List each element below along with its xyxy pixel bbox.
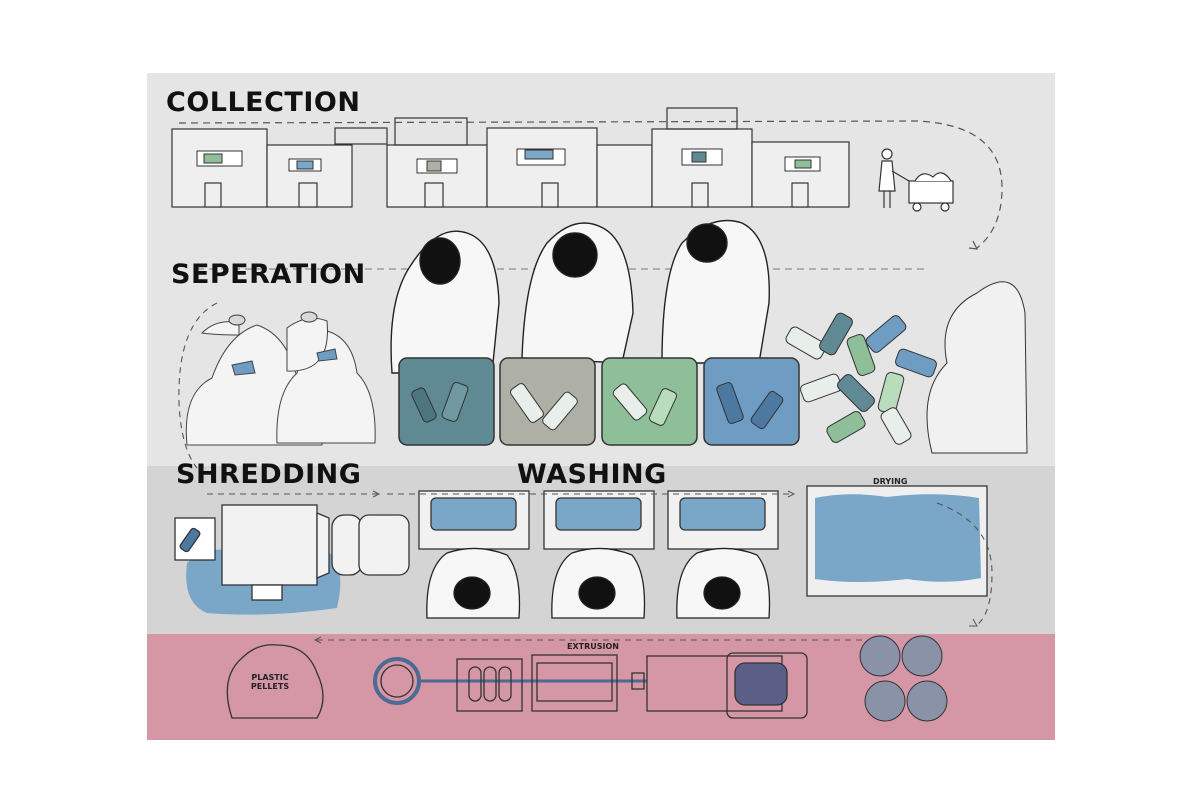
washing-stations bbox=[418, 490, 779, 550]
process-diagram: COLLECTION SEPERATION SHREDDING WASHING … bbox=[147, 73, 1055, 740]
sorted-bags bbox=[185, 311, 376, 446]
collection-route-line bbox=[178, 120, 1003, 249]
drying-label: DRYING bbox=[873, 477, 908, 486]
shredding-heading: SHREDDING bbox=[176, 459, 362, 490]
sorting-workers bbox=[390, 219, 770, 374]
plastic-pellets-bag bbox=[226, 644, 324, 719]
collection-heading: COLLECTION bbox=[166, 87, 361, 118]
shredder-machine bbox=[174, 504, 410, 615]
separation-heading: SEPERATION bbox=[171, 259, 366, 290]
collection-buildings bbox=[171, 107, 850, 208]
bottle-heap bbox=[785, 281, 1028, 454]
plastic-pellets-label: PLASTIC PELLETS bbox=[246, 673, 294, 691]
extrusion-label: EXTRUSION bbox=[567, 642, 619, 651]
building-windows bbox=[196, 148, 821, 174]
plastic-pellets-line1: PLASTIC bbox=[251, 673, 289, 682]
plastic-pellets-line2: PELLETS bbox=[250, 682, 290, 691]
separation-route-line bbox=[178, 302, 218, 469]
drying-area bbox=[806, 485, 988, 597]
bottles-in-bins bbox=[411, 382, 784, 431]
diagram-drawing bbox=[171, 107, 1028, 722]
extruder-machine bbox=[373, 652, 808, 719]
collector-with-cart-icon bbox=[878, 148, 954, 212]
drying-route-line bbox=[936, 502, 993, 626]
washing-heading: WASHING bbox=[517, 459, 667, 490]
washing-workers bbox=[426, 547, 771, 619]
pellet-piles bbox=[859, 635, 948, 722]
